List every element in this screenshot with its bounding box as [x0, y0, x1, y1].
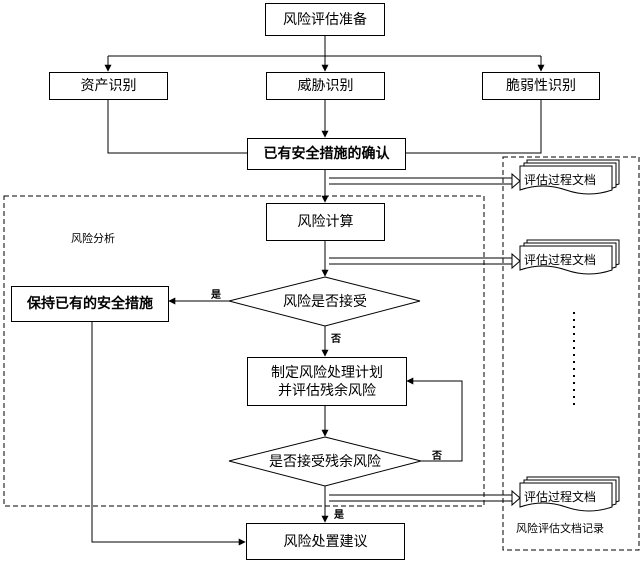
node-keep: 保持已有的安全措施 — [11, 286, 169, 322]
node-plan: 制定风险处理计划 并评估残余风险 — [247, 357, 407, 406]
node-plan-line2: 并评估残余风险 — [278, 382, 376, 399]
label-no-accept: 否 — [331, 334, 341, 345]
edge-doc2-head — [511, 252, 521, 270]
region-analysis-label: 风险分析 — [71, 232, 115, 245]
doc-stack-2 — [519, 239, 620, 275]
edge-residual-loop — [406, 377, 463, 462]
node-prepare: 风险评估准备 — [265, 3, 385, 36]
label-yes-accept: 是 — [211, 290, 221, 301]
analysis-region — [3, 195, 485, 507]
node-threat: 威胁识别 — [266, 72, 385, 100]
label-no-residual: 否 — [432, 451, 442, 462]
doc-stack-1 — [519, 159, 620, 195]
region-records-label: 风险评估文档记录 — [516, 522, 604, 535]
node-vuln: 脆弱性识别 — [482, 72, 600, 100]
doc-stack-3 — [519, 476, 620, 512]
node-advice: 风险处置建议 — [246, 523, 405, 560]
label-yes-residual: 是 — [334, 510, 344, 521]
doc-label-3: 评估过程文档 — [524, 490, 597, 504]
doc-label-2: 评估过程文档 — [524, 253, 597, 267]
records-region — [502, 156, 640, 551]
node-calc: 风险计算 — [266, 203, 385, 241]
node-accept: 风险是否接受 — [283, 294, 367, 310]
doc-label-1: 评估过程文档 — [524, 173, 597, 187]
node-plan-line1: 制定风险处理计划 — [271, 364, 383, 381]
node-confirm: 已有安全措施的确认 — [247, 138, 406, 170]
edge-doc1-head — [511, 172, 521, 190]
edge-asset-confirm — [107, 99, 247, 154]
node-residual: 是否接受残余风险 — [269, 454, 381, 470]
node-asset: 资产识别 — [49, 72, 168, 100]
edge-keep-advice — [91, 321, 246, 546]
edge-doc3-head — [511, 489, 521, 507]
edge-vuln-confirm — [406, 99, 542, 154]
